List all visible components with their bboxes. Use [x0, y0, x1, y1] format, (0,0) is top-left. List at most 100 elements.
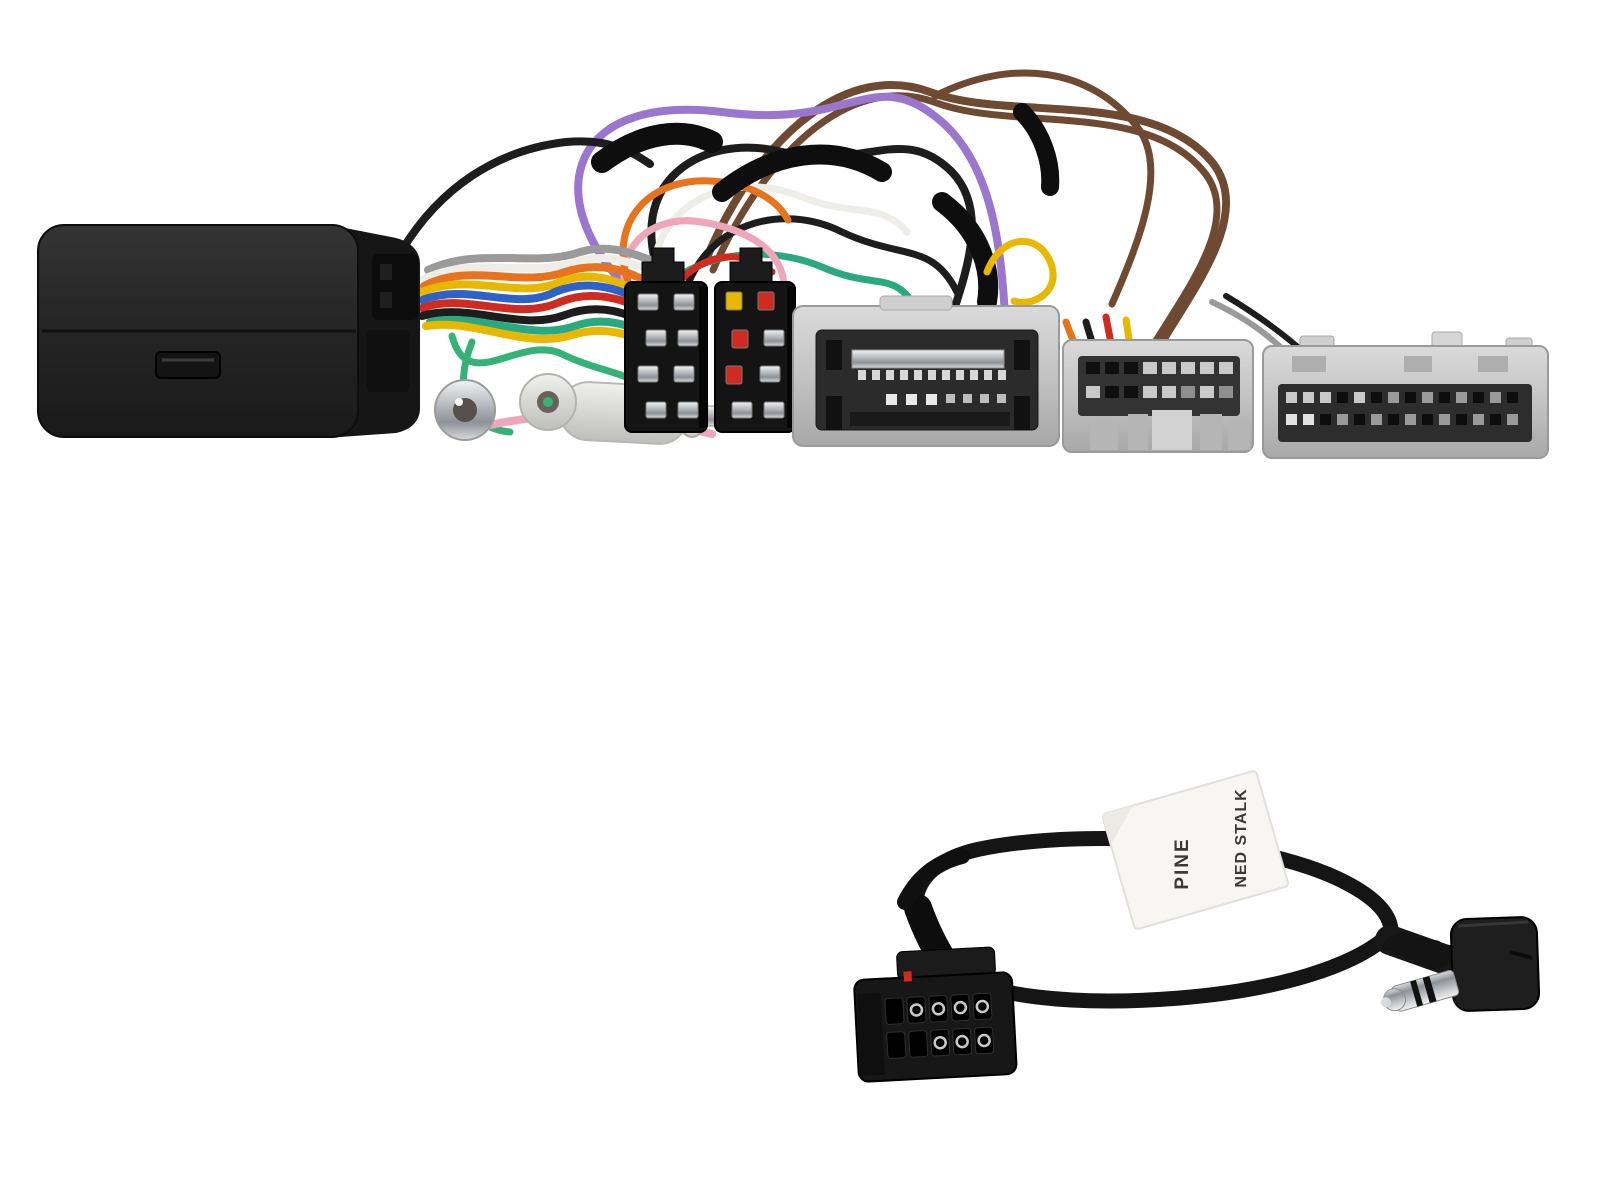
pin [946, 394, 955, 403]
slot [1337, 392, 1348, 403]
slot [1162, 386, 1176, 398]
cavity [886, 1031, 907, 1059]
slot [1405, 414, 1416, 425]
connector-a-latch [879, 295, 953, 311]
pin [763, 329, 785, 347]
patch-lead: PINE NED STALK [853, 770, 1541, 1083]
connector-b-center-tab [1152, 410, 1192, 450]
pin-insulator-red [725, 365, 743, 385]
insulator-ring [1410, 979, 1424, 1007]
connector-c-notch [1404, 356, 1432, 372]
label-fold [1102, 805, 1133, 846]
pin [858, 370, 866, 380]
slot [1200, 386, 1214, 398]
tip-nub [1380, 997, 1391, 1008]
slot [1105, 362, 1119, 374]
slot [1303, 392, 1314, 403]
cavity [952, 1027, 973, 1056]
connector-b-cavity [1078, 356, 1240, 416]
pin [763, 401, 785, 419]
jack-plug-shaft [1380, 969, 1460, 1012]
connector-b-leg [1128, 414, 1148, 450]
pin [942, 370, 950, 380]
cavity [908, 1030, 929, 1058]
cavity [884, 997, 905, 1025]
wire-red-stub [903, 971, 912, 982]
iso-connector-left [624, 247, 708, 433]
jack-body [1449, 916, 1541, 1012]
cavity [906, 996, 927, 1024]
wire-yellow-tie [983, 237, 1057, 306]
connector-c-notch [1292, 356, 1326, 372]
slot [1200, 362, 1214, 374]
tape-wrap [932, 192, 999, 312]
slot [1507, 392, 1518, 403]
slot [1422, 392, 1433, 403]
pin [980, 394, 989, 403]
iso-body-shade [699, 286, 707, 428]
connector-b-slots-row2 [1086, 386, 1233, 398]
jack-3-5mm [1375, 916, 1541, 1012]
pin-socket [975, 999, 990, 1014]
slot [1105, 386, 1119, 398]
pin [731, 401, 753, 419]
slot [1439, 414, 1450, 425]
label-text-line2: NED STALK [1233, 788, 1250, 887]
rib [1414, 944, 1454, 966]
box-plug-lower [366, 330, 410, 392]
plug-pin-slot [380, 264, 392, 280]
label-text-line1: PINE [1172, 837, 1193, 889]
connector-c-slots-row2 [1286, 414, 1518, 425]
pin [914, 370, 922, 380]
connector-b-leg [1090, 420, 1118, 450]
cable-label: PINE NED STALK [1101, 770, 1289, 930]
slot [1422, 414, 1433, 425]
key-slot [1014, 340, 1030, 370]
slot [1086, 386, 1100, 398]
pin [637, 293, 659, 311]
cavity [972, 992, 993, 1021]
vehicle-connector-c [1262, 331, 1549, 459]
wire-brown [931, 69, 1155, 308]
pin [956, 370, 964, 380]
key-slot [826, 396, 842, 430]
pin [886, 370, 894, 380]
iso-body-shade [787, 286, 795, 428]
wire-orange [420, 263, 659, 290]
key-slot [826, 340, 842, 370]
slot [1354, 392, 1365, 403]
cavity [928, 995, 949, 1023]
slot [1371, 414, 1382, 425]
pin [984, 370, 992, 380]
tape-wrap [591, 122, 723, 173]
pin [998, 370, 1006, 380]
label-paper [1101, 770, 1289, 930]
slot [1456, 392, 1467, 403]
wire-bundle [418, 244, 662, 348]
pin [906, 394, 917, 405]
insulator-ring [1422, 976, 1437, 1004]
jack-body-highlight [1457, 920, 1529, 928]
box-plug-recess [372, 254, 418, 320]
slot [1507, 414, 1518, 425]
slot [1490, 414, 1501, 425]
slot [1162, 362, 1176, 374]
pin [677, 401, 699, 419]
rib [1381, 931, 1415, 951]
vehicle-connector-a [792, 295, 1060, 447]
wire-grey [424, 244, 662, 274]
slot [1337, 414, 1348, 425]
slot [1490, 392, 1501, 403]
rib [1403, 940, 1441, 960]
slot [1219, 386, 1233, 398]
pin [997, 394, 1006, 403]
cavity [950, 993, 971, 1022]
slot [1286, 414, 1297, 425]
bullet-highlight [455, 398, 463, 406]
slot [1388, 392, 1399, 403]
slot [1320, 392, 1331, 403]
molex-cavities [884, 992, 995, 1059]
connector-a-busbar [851, 349, 1005, 369]
connector-c-notch [1478, 356, 1508, 372]
